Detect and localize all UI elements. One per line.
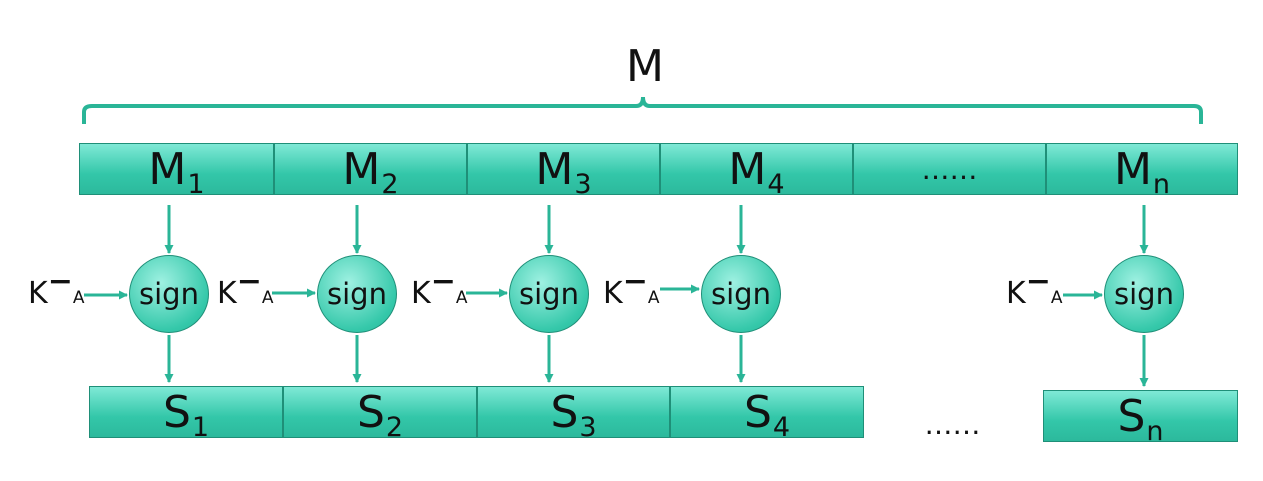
key-sup: − — [236, 264, 262, 299]
message-block-3 — [467, 143, 660, 195]
sign-node-1: sign — [129, 255, 209, 333]
message-block-ellipsis — [853, 143, 1046, 195]
key-sub: A — [1050, 288, 1063, 308]
sign-node-n: sign — [1104, 255, 1184, 333]
private-key-label-1: K−A — [28, 264, 85, 311]
key-sub: A — [72, 288, 85, 308]
sign-node-2: sign — [317, 255, 397, 333]
message-block-1 — [79, 143, 274, 195]
signature-block-3 — [477, 386, 670, 438]
key-base: K — [28, 276, 48, 311]
message-block-n — [1046, 143, 1238, 195]
key-base: K — [217, 276, 237, 311]
private-key-label-n: K−A — [1006, 264, 1063, 311]
key-base: K — [411, 276, 431, 311]
message-brace — [82, 96, 1203, 124]
message-block-2 — [274, 143, 467, 195]
signature-block-1 — [89, 386, 283, 438]
signature-block-4 — [670, 386, 864, 438]
key-sub: A — [261, 288, 274, 308]
key-sup: − — [1025, 264, 1051, 299]
key-sub: A — [455, 288, 468, 308]
key-sup: − — [430, 264, 456, 299]
private-key-label-3: K−A — [411, 264, 468, 311]
signature-block-n — [1043, 390, 1238, 442]
key-base: K — [1006, 276, 1026, 311]
private-key-label-4: K−A — [603, 264, 660, 311]
key-sup: − — [47, 264, 73, 299]
key-base: K — [603, 276, 623, 311]
message-block-4 — [660, 143, 853, 195]
sign-node-4: sign — [701, 255, 781, 333]
key-sub: A — [647, 288, 660, 308]
private-key-label-2: K−A — [217, 264, 274, 311]
key-sup: − — [622, 264, 648, 299]
signature-block-2 — [283, 386, 477, 438]
sign-node-3: sign — [509, 255, 589, 333]
